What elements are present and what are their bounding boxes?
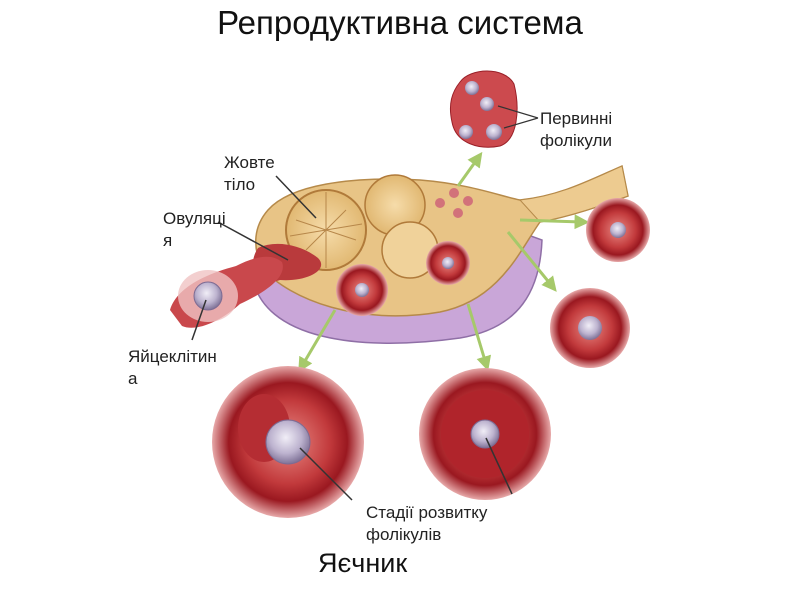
label-follicle-stages: Стадії розвитку фолікулів [366,502,487,546]
released-oocyte [194,282,222,310]
diagram-caption: Яєчник [318,548,407,579]
label-primary-follicles: Первинні фолікули [540,108,612,152]
label-ovulation: Овуляці я [163,208,226,252]
label-oocyte: Яйцеклітин а [128,346,217,390]
label-corpus-luteum: Жовте тіло [224,152,275,196]
arrow-right-1 [520,220,582,222]
arrow-primary [458,158,478,186]
